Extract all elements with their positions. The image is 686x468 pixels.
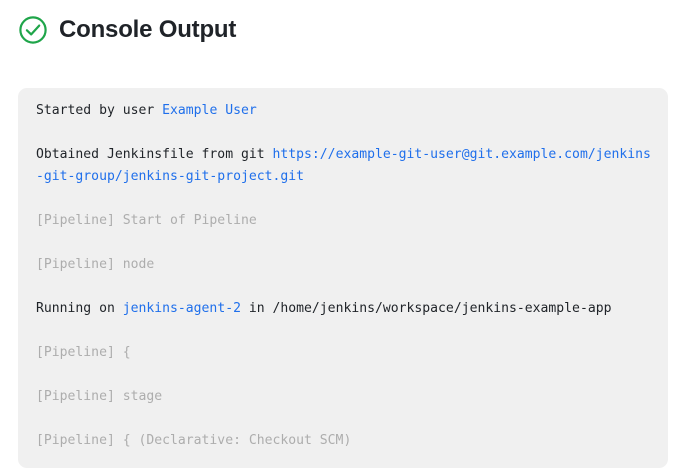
console-log[interactable]: Started by user Example User Obtained Je… (36, 100, 652, 468)
log-line-pipeline-node: [Pipeline] node (36, 254, 652, 276)
check-circle-icon (19, 16, 47, 44)
log-link[interactable]: jenkins-agent-2 (122, 301, 241, 316)
log-text: in /home/jenkins/workspace/jenkins-examp… (240, 301, 612, 316)
log-line-obtained-jenkinsfile: Obtained Jenkinsfile from git https://ex… (36, 144, 652, 188)
log-line-started-by-user: Started by user Example User (36, 100, 652, 122)
log-line-pipeline-stage: [Pipeline] stage (36, 386, 652, 408)
log-text: Running on (36, 301, 123, 316)
page-header: Console Output (0, 0, 686, 46)
log-text: [Pipeline] Start of Pipeline (36, 213, 257, 228)
page-title: Console Output (59, 16, 237, 43)
console-output-panel[interactable]: Started by user Example User Obtained Je… (18, 88, 668, 468)
log-text: [Pipeline] { (Declarative: Checkout SCM) (36, 433, 352, 448)
log-line-running-on-agent: Running on jenkins-agent-2 in /home/jenk… (36, 298, 652, 320)
log-line-pipeline-start-of-pipeline: [Pipeline] Start of Pipeline (36, 210, 652, 232)
log-text: Started by user (36, 103, 163, 118)
log-text: [Pipeline] node (36, 257, 155, 272)
log-link[interactable]: https://example-git-user@git.example.com… (36, 147, 651, 184)
log-link[interactable]: Example User (162, 103, 257, 118)
log-text: Obtained Jenkinsfile from git (36, 147, 273, 162)
log-text: [Pipeline] stage (36, 389, 163, 404)
log-line-pipeline-declarative-checkout-scm: [Pipeline] { (Declarative: Checkout SCM) (36, 430, 652, 452)
log-line-pipeline-open-brace: [Pipeline] { (36, 342, 652, 364)
log-text: [Pipeline] { (36, 345, 131, 360)
